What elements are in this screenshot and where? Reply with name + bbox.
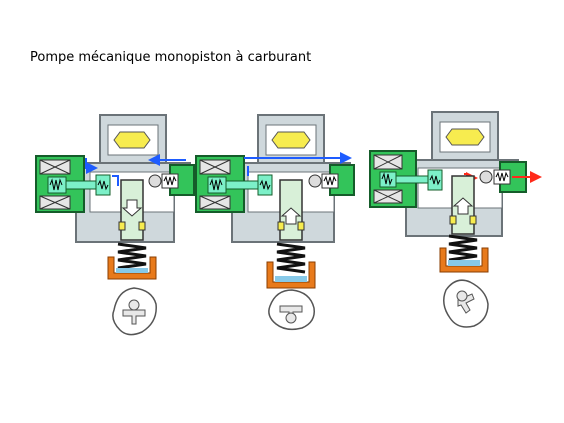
cam	[443, 279, 489, 328]
damper-element	[113, 131, 151, 149]
cam	[268, 289, 315, 331]
piston-direction-arrow	[452, 197, 474, 215]
cam	[112, 287, 157, 336]
spring-cup	[107, 256, 157, 280]
piston-direction-arrow	[280, 207, 302, 225]
damper-element	[271, 131, 311, 149]
pump-unit-3	[369, 111, 542, 328]
flow-inlet-arrow	[85, 158, 98, 174]
return-spring	[448, 234, 478, 262]
return-spring	[276, 242, 306, 274]
pump-unit-2	[195, 114, 355, 331]
pump-unit-1	[35, 114, 195, 336]
return-spring	[117, 242, 147, 274]
piston-direction-arrow	[121, 199, 143, 217]
diagram-title: Pompe mécanique monopiston à carburant	[30, 50, 312, 65]
spring-cup	[266, 261, 316, 289]
damper-element	[445, 128, 485, 146]
